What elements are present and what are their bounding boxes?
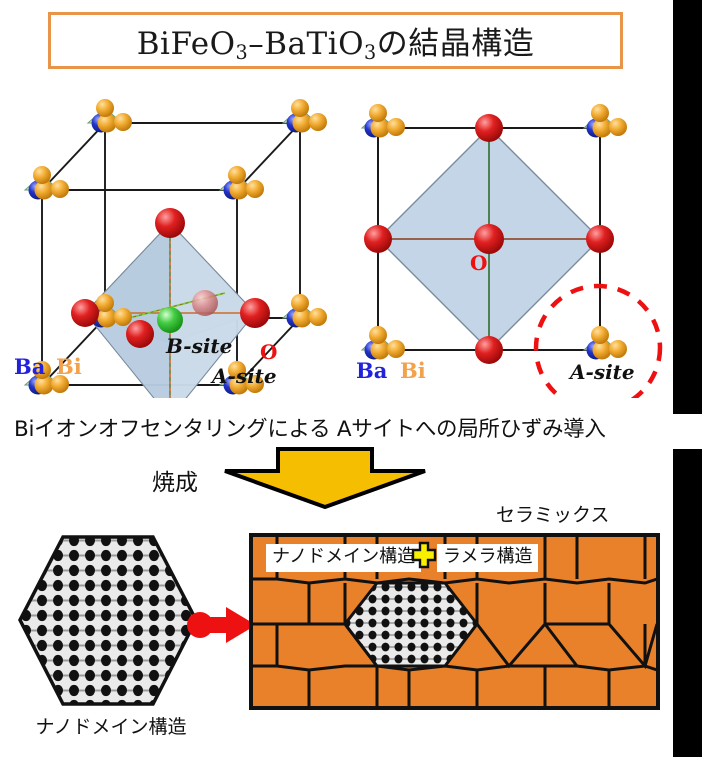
page-title: BiFeO3–BaTiO3の結晶構造 xyxy=(136,18,535,64)
b-site-atom xyxy=(157,307,183,333)
inner-nanodomain-grain xyxy=(343,581,479,668)
a-site-cluster xyxy=(281,99,327,133)
label-a-site: A-site xyxy=(570,360,635,384)
a-site-cluster xyxy=(218,166,264,200)
nanodomain-caption: ナノドメイン構造 xyxy=(35,716,187,738)
left-crystal-svg xyxy=(23,99,327,433)
label-oxygen: O xyxy=(260,340,278,364)
a-site-cluster-highlighted xyxy=(582,326,627,360)
title-box: BiFeO3–BaTiO3の結晶構造 xyxy=(48,12,623,69)
ceramics-caption: セラミックス xyxy=(496,504,610,526)
a-site-cluster xyxy=(281,294,327,328)
title-prefix: BiFeO xyxy=(136,26,236,62)
label-ba: Ba xyxy=(14,354,46,379)
label-ba: Ba xyxy=(356,358,388,383)
label-oxygen: O xyxy=(470,251,488,275)
a-site-cluster xyxy=(360,104,405,138)
right-crystal-svg xyxy=(360,104,663,413)
oxygen-atoms xyxy=(71,208,270,433)
label-b-site: B-site xyxy=(166,334,233,358)
plus-icon xyxy=(411,541,437,569)
down-arrow xyxy=(220,447,430,510)
transition-arrow xyxy=(186,604,258,646)
process-description: Biイオンオフセンタリングによる Aサイトへの局所ひずみ導入 xyxy=(14,417,606,442)
title-sub-1: 3 xyxy=(235,41,249,64)
a-site-cluster xyxy=(23,361,69,395)
label-bi: Bi xyxy=(56,354,82,379)
a-site-cluster xyxy=(86,99,132,133)
nanodomain-grain xyxy=(18,533,198,708)
a-site-cluster xyxy=(360,326,405,360)
title-sub-2: 3 xyxy=(364,41,377,64)
label-bi: Bi xyxy=(400,358,426,383)
firing-label: 焼成 xyxy=(152,470,198,496)
label-a-site: A-site xyxy=(212,364,277,388)
a-site-cluster xyxy=(218,361,264,395)
inline-nanodomain-label: ナノドメイン構造 xyxy=(266,544,422,572)
right-black-band-top xyxy=(673,0,702,414)
a-site-cluster xyxy=(23,166,69,200)
title-suffix: の結晶構造 xyxy=(376,26,535,62)
right-black-band-bottom xyxy=(673,449,702,757)
title-dash: –BaTiO xyxy=(248,26,365,62)
oxygen-atoms xyxy=(364,114,614,364)
inline-lamella-label: ラメラ構造 xyxy=(437,544,539,572)
right-crystal-panel: O Ba Bi A-site xyxy=(348,78,678,413)
left-crystal-panel: B-site O Ba Bi A-site xyxy=(0,78,345,433)
a-site-cluster xyxy=(582,104,627,138)
